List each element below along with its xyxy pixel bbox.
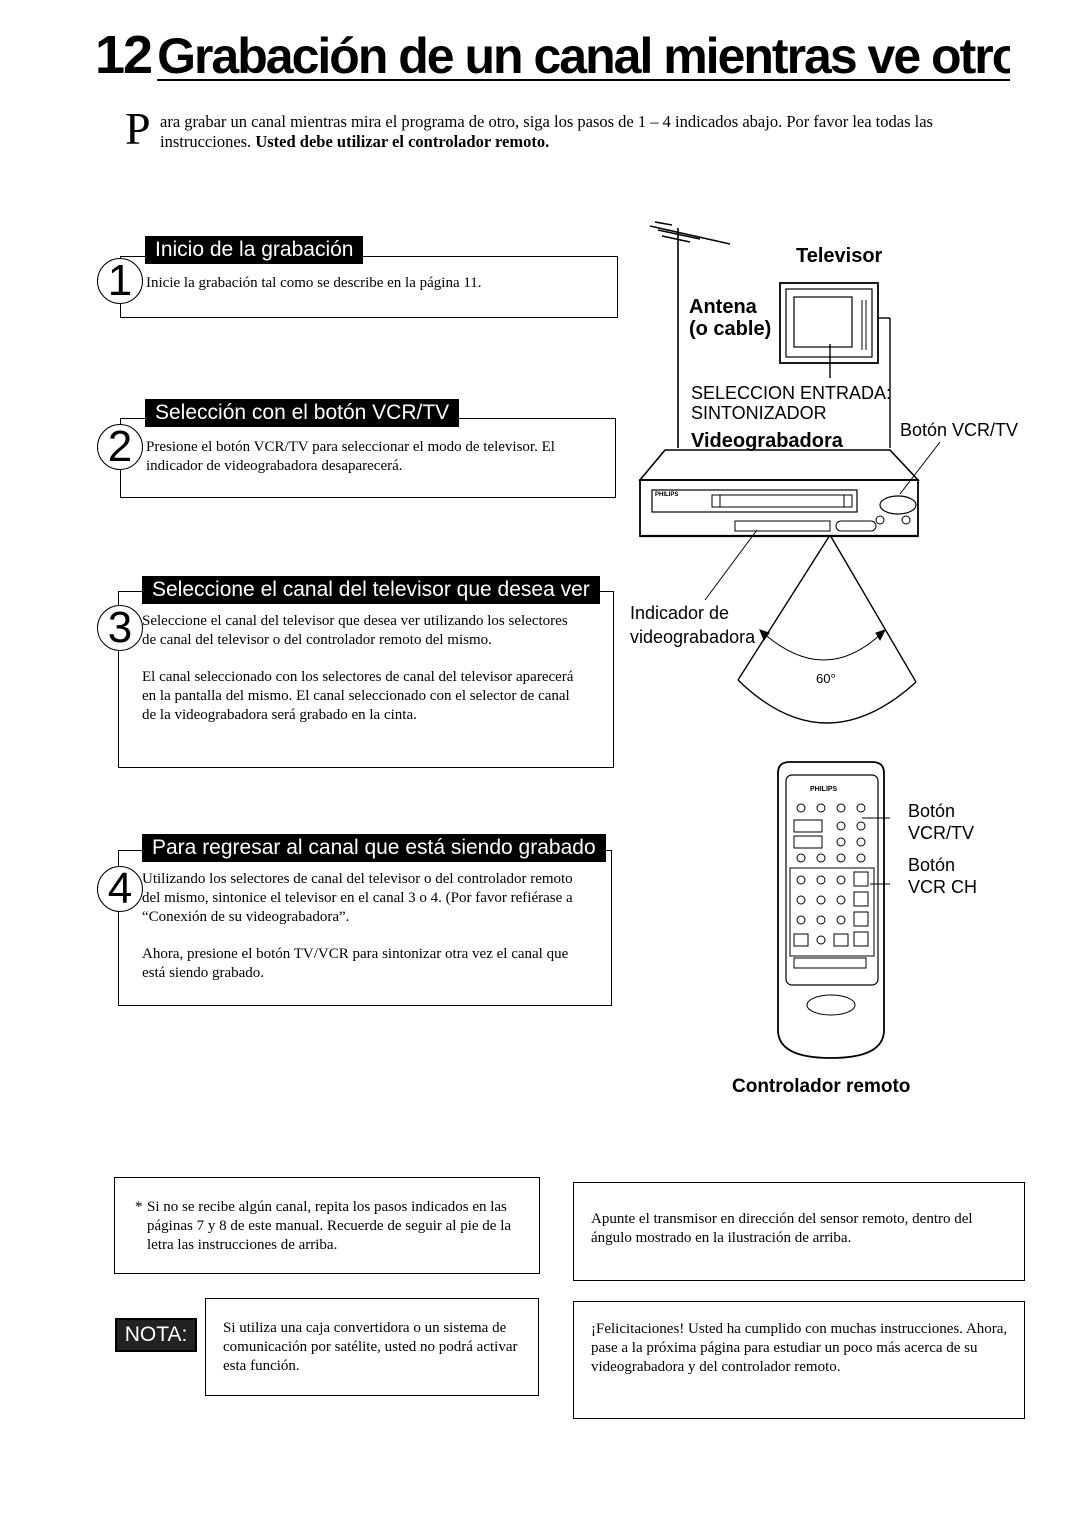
antenna-icon xyxy=(649,221,731,448)
step-2-paragraph: Presione el botón VCR/TV para selecciona… xyxy=(146,439,555,474)
label-indicador-line1: Indicador de xyxy=(630,603,730,623)
step-1-number: 1 xyxy=(97,258,143,304)
step-3-header: Seleccione el canal del televisor que de… xyxy=(142,576,600,604)
step-4-paragraph-1: Utilizando los selectores de canal del t… xyxy=(142,871,573,925)
label-remote-vcrtv-line1: Botón xyxy=(908,801,956,821)
label-controlador-remoto: Controlador remoto xyxy=(732,1076,911,1097)
diagram-drawing xyxy=(638,221,941,724)
label-antena-line2: (o cable) xyxy=(689,318,772,340)
label-remote-vcrch-line1: Botón xyxy=(908,855,956,875)
remote-brand-logo: PHILIPS xyxy=(810,786,838,793)
note-point-transmitter: Apunte el transmisor en dirección del se… xyxy=(573,1182,1025,1281)
step-3-box xyxy=(118,591,614,768)
step-2-header: Selección con el botón VCR/TV xyxy=(145,399,460,427)
nota-badge: NOTA: xyxy=(115,1318,197,1352)
step-4-paragraph-2: Ahora, presione el botón TV/VCR para sin… xyxy=(142,946,569,981)
vcr-icon xyxy=(638,449,920,538)
note-repeat-steps: * Si no se recibe algún canal, repita lo… xyxy=(114,1177,540,1274)
intro-bold-text: Usted debe utilizar el controlador remot… xyxy=(255,132,550,151)
intro-paragraph: P ara grabar un canal mientras mira el p… xyxy=(125,106,960,152)
label-antena-line1: Antena xyxy=(689,296,757,318)
label-indicador-line2: videograbadora xyxy=(630,627,756,647)
page-title-text: Grabación de un canal mientras ve otro xyxy=(157,28,1010,84)
nota-text: Si utiliza una caja convertidora o un si… xyxy=(223,1320,518,1374)
label-antena: Antena (o cable) xyxy=(689,296,771,340)
remote-angle-cone xyxy=(737,534,917,724)
nota-box: Si utiliza una caja convertidora o un si… xyxy=(205,1298,539,1396)
drop-cap: P xyxy=(125,103,151,154)
step-1-paragraph: Inicie la grabación tal como se describe… xyxy=(146,275,482,291)
vcr-pointer-lines xyxy=(704,441,941,601)
step-4-box xyxy=(118,850,612,1006)
step-1-header: Inicio de la grabación xyxy=(145,236,364,264)
step-2-number: 2 xyxy=(97,424,143,470)
step-4-number: 4 xyxy=(97,866,143,912)
step-3-text: Seleccione el canal del televisor que de… xyxy=(142,612,582,743)
intro-text: ara grabar un canal mientras mira el pro… xyxy=(160,112,933,151)
note-asterisk: * xyxy=(135,1199,143,1215)
label-remote-vcrtv-line2: VCR/TV xyxy=(908,823,975,843)
label-seleccion-entrada: SELECCION ENTRADA: SINTONIZADOR xyxy=(691,383,891,423)
step-4-text: Utilizando los selectores de canal del t… xyxy=(142,870,587,1001)
step-1-text: Inicie la grabación tal como se describe… xyxy=(146,274,606,311)
label-angle: 60° xyxy=(816,671,836,686)
label-indicador: Indicador de videograbadora xyxy=(630,601,755,649)
note-repeat-steps-text: Si no se recibe algún canal, repita los … xyxy=(147,1199,512,1253)
label-remote-vcrch: Botón VCR CH xyxy=(908,854,977,898)
step-1-box xyxy=(120,256,618,318)
step-3-number: 3 xyxy=(97,605,143,651)
label-remote-vcrch-line2: VCR CH xyxy=(908,877,978,897)
remote-control-icon xyxy=(777,761,890,1059)
label-seleccion-entrada-line1: SELECCION ENTRADA: xyxy=(691,383,892,403)
label-remote-vcrtv: Botón VCR/TV xyxy=(908,800,974,844)
note-point-transmitter-text: Apunte el transmisor en dirección del se… xyxy=(591,1211,973,1246)
television-icon xyxy=(779,282,891,448)
step-3-paragraph-1: Seleccione el canal del televisor que de… xyxy=(142,613,568,648)
step-4-header: Para regresar al canal que está siendo g… xyxy=(142,834,606,862)
page-number: 12 xyxy=(95,25,153,85)
label-videograbadora: Videograbadora xyxy=(691,430,843,452)
label-seleccion-entrada-line2: SINTONIZADOR xyxy=(691,403,827,423)
label-boton-vcrtv: Botón VCR/TV xyxy=(900,420,1019,440)
label-televisor: Televisor xyxy=(796,245,883,267)
note-congratulations-text: ¡Felicitaciones! Usted ha cumplido con m… xyxy=(591,1321,1008,1375)
step-3-paragraph-2: El canal seleccionado con los selectores… xyxy=(142,669,574,723)
step-2-text: Presione el botón VCR/TV para selecciona… xyxy=(146,438,606,494)
vcr-brand-logo: PHILIPS xyxy=(655,492,679,498)
note-congratulations: ¡Felicitaciones! Usted ha cumplido con m… xyxy=(573,1301,1025,1419)
